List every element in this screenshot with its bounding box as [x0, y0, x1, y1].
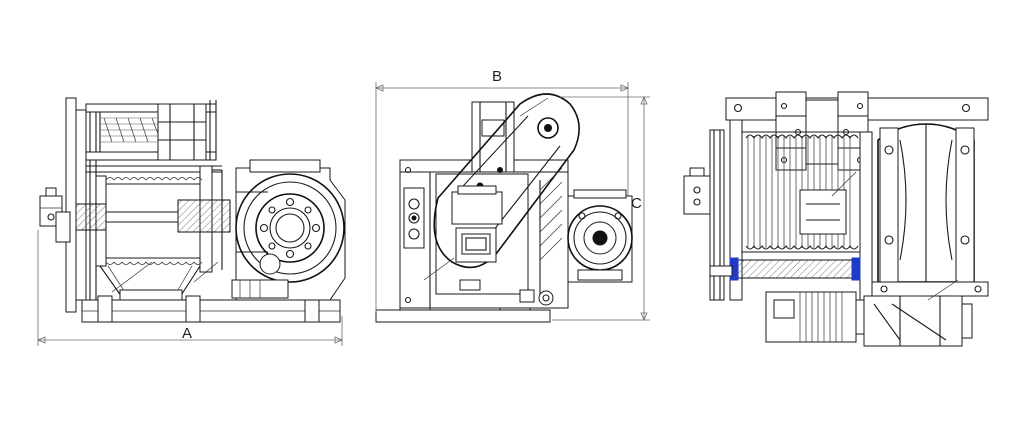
dimension-c-label: C [631, 195, 642, 212]
dimension-a-label: A [182, 325, 192, 342]
end-view [375, 93, 633, 323]
dimension-b [374, 82, 630, 312]
plan-view [683, 91, 989, 347]
dimension-a [36, 230, 344, 346]
side-view [39, 97, 346, 323]
dimension-b-label: B [492, 68, 502, 85]
dimension-c [552, 95, 650, 322]
